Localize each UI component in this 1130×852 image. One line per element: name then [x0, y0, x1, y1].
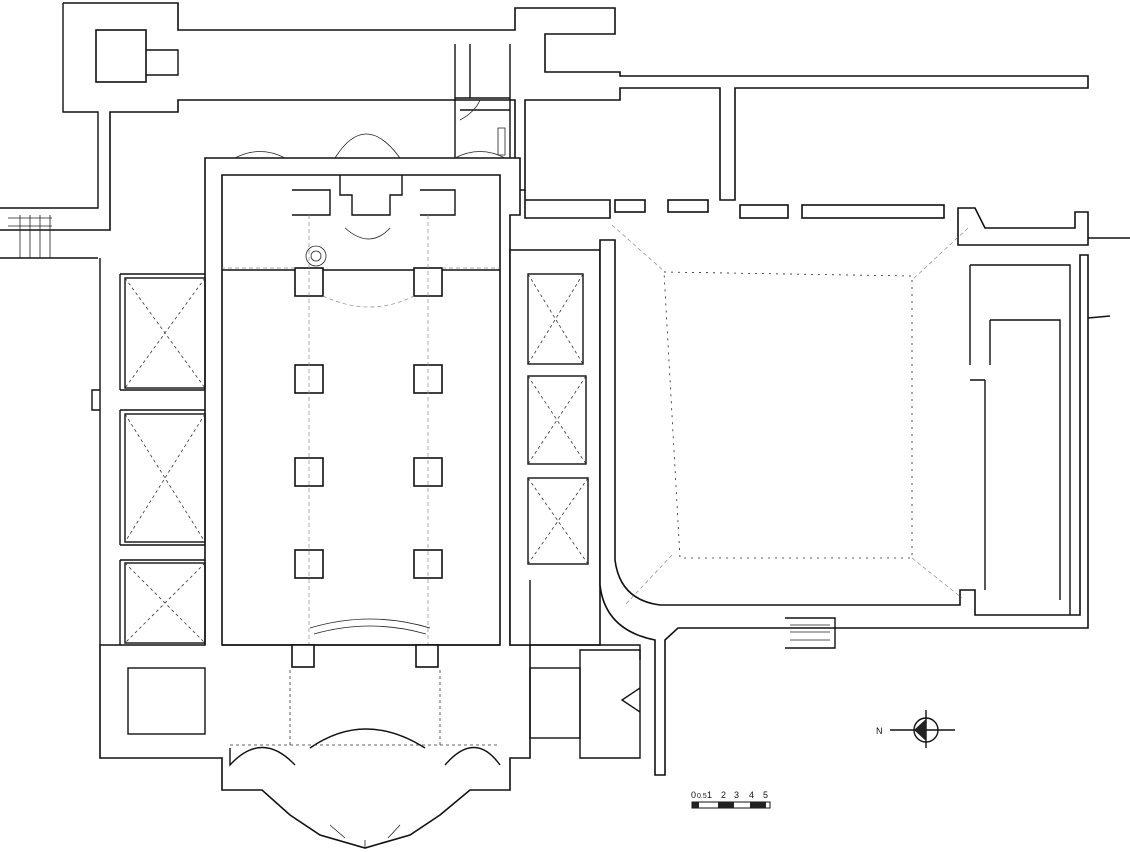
north-label: N: [876, 726, 883, 736]
scale-label-1: 1: [707, 790, 712, 800]
east-galleries: [524, 190, 1130, 319]
scale-label-4: 4: [749, 790, 754, 800]
apse: [127, 618, 581, 848]
west-chapels: [124, 277, 206, 644]
scale-label-5: 5: [763, 790, 768, 800]
scale-bar: 0 0.5 1 2 3 4 5: [691, 790, 771, 809]
north-arrow: N: [876, 710, 955, 748]
scale-label-0-5: 0.5: [697, 793, 707, 800]
scale-label-0: 0: [691, 790, 696, 800]
church-walls: [91, 151, 531, 849]
scale-label-3: 3: [734, 790, 739, 800]
scale-label-2: 2: [721, 790, 726, 800]
nave-piers: [222, 215, 500, 645]
northwest-tower: [0, 2, 1089, 259]
east-chapels: [509, 249, 641, 759]
north-annexe: [334, 44, 511, 159]
cloister: [599, 224, 1089, 776]
